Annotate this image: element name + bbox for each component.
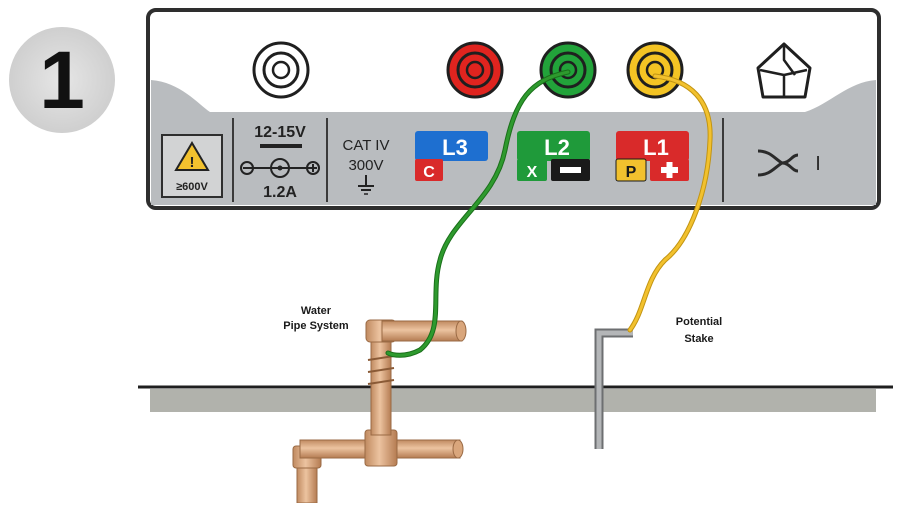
stake-label-line1: Potential [676, 316, 722, 328]
badge-c [415, 159, 443, 181]
badge-c-text: C [423, 164, 435, 181]
terminal-label-l1: L1 P [615, 131, 689, 182]
terminal-socket-red[interactable] [446, 41, 504, 99]
badge-x-text: X [527, 164, 538, 181]
ground-layer [150, 389, 876, 412]
dc-symbol-icon [260, 144, 302, 148]
plus-icon [666, 162, 673, 178]
stake-body [596, 330, 633, 449]
pipe-end [455, 320, 467, 342]
water-pipe-system [292, 319, 467, 504]
clamp-label: I [815, 153, 821, 175]
earth-ground-icon [358, 175, 374, 195]
cat-rating-section: CAT IV 300V [343, 137, 390, 195]
meter-gray-band [151, 80, 876, 205]
warning-triangle-icon [174, 141, 210, 171]
terminal-label-l2: L2 X [517, 131, 590, 181]
terminal-label-l3: L3 C [415, 131, 488, 181]
water-pipe-label-line1: Water [301, 305, 332, 317]
meter-panel: ! ≥600V 12-15V 1.2A CAT IV 300V [146, 8, 881, 210]
badge-p [615, 158, 647, 182]
potential-stake [594, 328, 633, 449]
polarity-connector-icon [240, 158, 320, 178]
clamp-jaw-icon [781, 153, 799, 173]
terminal-label-l2-bg [517, 131, 590, 161]
pipe-segment [296, 462, 318, 504]
step-number: 1 [39, 35, 85, 126]
badge-x [517, 159, 547, 181]
ground [138, 385, 893, 412]
warning-label: ≥600V [176, 181, 208, 193]
power-input-section: 12-15V 1.2A [240, 124, 320, 201]
warning-section: ! ≥600V [161, 134, 223, 198]
warning-exclamation-icon: ! [190, 154, 195, 171]
terminal-socket-yellow[interactable] [626, 41, 684, 99]
clamp-meter-section: I [757, 149, 821, 177]
terminal-socket-white[interactable] [252, 41, 310, 99]
terminal-label-l3-bg [415, 131, 488, 161]
pipe-clamp-icon [367, 355, 395, 385]
terminal-label-l1-text: L1 [643, 135, 669, 160]
step-badge: 1 [9, 27, 115, 133]
water-pipe-label-line2: Pipe System [283, 320, 349, 332]
cat-rating-line1: CAT IV [343, 137, 390, 154]
terminal-label-l2-text: L2 [544, 135, 570, 160]
terminal-label-l3-text: L3 [442, 135, 468, 160]
terminal-label-l1-bg [616, 131, 689, 161]
power-voltage: 12-15V [254, 124, 306, 141]
pipe-end [452, 439, 464, 459]
power-current: 1.2A [263, 184, 297, 201]
house-pentagon-icon [756, 42, 812, 99]
pipe-horizontal [381, 320, 463, 342]
green-test-lead-core [386, 70, 570, 357]
yellow-test-lead-core [628, 74, 712, 332]
stake-label-line2: Stake [684, 333, 713, 345]
cat-rating-line2: 300V [348, 157, 383, 174]
badge-p-text: P [626, 164, 637, 181]
minus-icon [560, 167, 581, 173]
step-badge-circle [9, 27, 115, 133]
